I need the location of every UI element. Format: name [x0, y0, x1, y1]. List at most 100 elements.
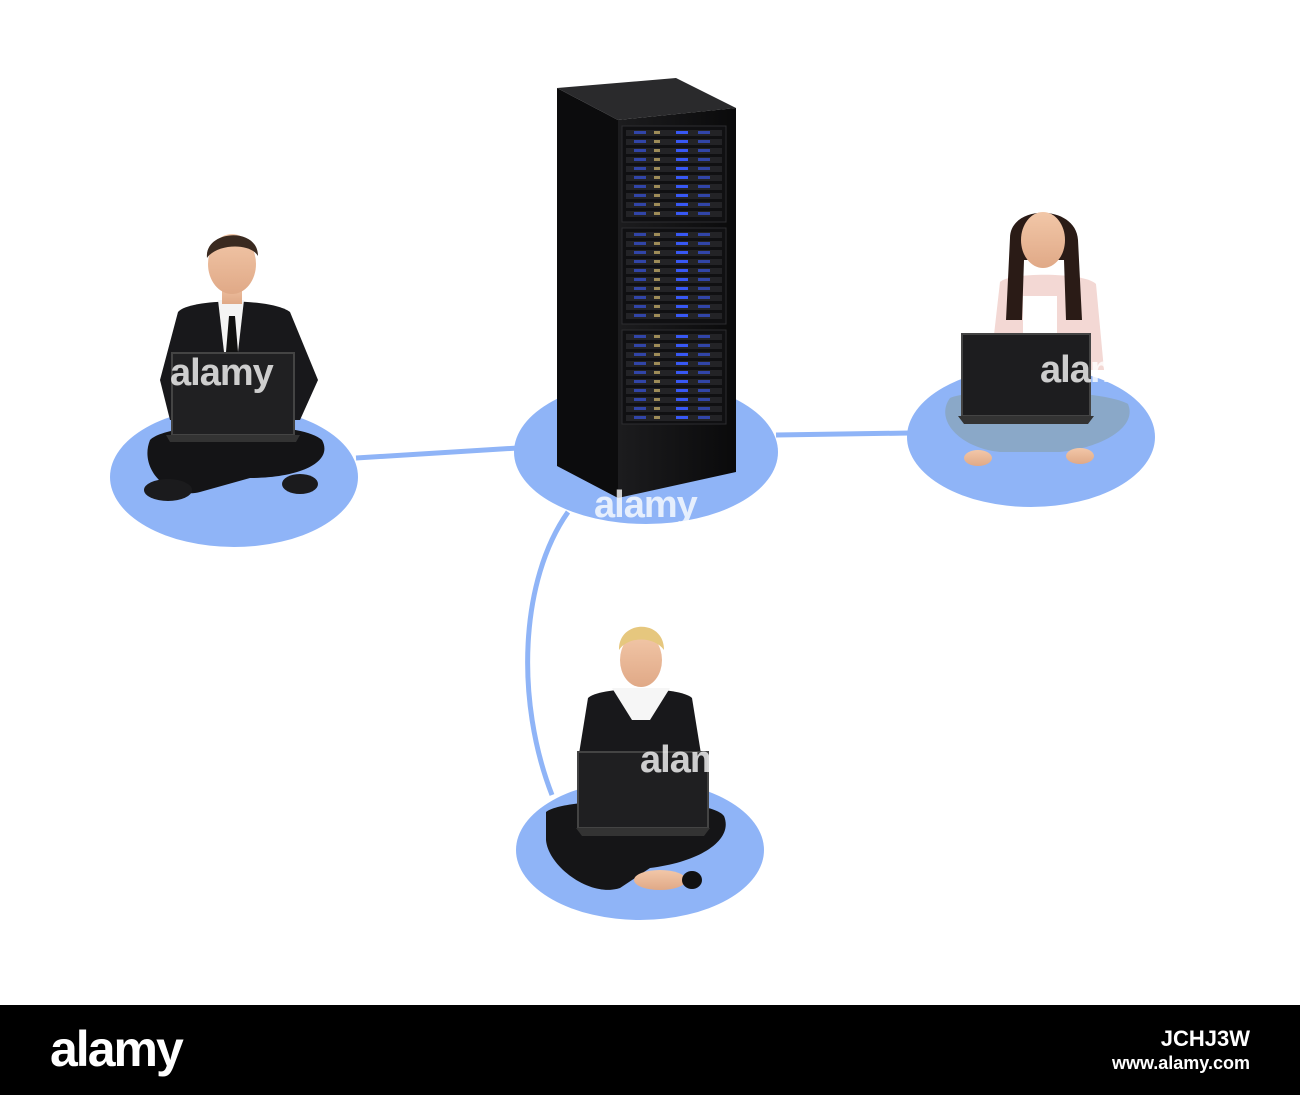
server-led: [634, 371, 646, 374]
network-connectors: [355, 430, 911, 796]
hair: [206, 235, 258, 258]
server-led: [676, 212, 688, 215]
connector-bottom: [525, 510, 571, 796]
server-led: [676, 269, 688, 272]
server-led: [676, 131, 688, 134]
connector-left: [355, 445, 519, 461]
shoe-right: [282, 474, 318, 494]
server-led: [698, 167, 710, 170]
server-unit-slot: [626, 370, 722, 376]
laptop-base: [958, 416, 1094, 424]
server-unit-slot: [626, 193, 722, 199]
server-led: [676, 398, 688, 401]
server-led: [676, 353, 688, 356]
legs: [147, 425, 325, 494]
server-led: [654, 353, 660, 356]
server-unit-slot: [626, 202, 722, 208]
server-led: [676, 362, 688, 365]
server-led: [698, 305, 710, 308]
site-url: www.alamy.com: [1111, 1053, 1250, 1073]
server-led: [676, 260, 688, 263]
server-led: [654, 344, 660, 347]
server-led: [634, 305, 646, 308]
server-led: [676, 194, 688, 197]
server-unit-slot: [626, 379, 722, 385]
server-led: [698, 260, 710, 263]
head: [208, 234, 256, 294]
server-led: [676, 251, 688, 254]
server-unit-slot: [626, 211, 722, 217]
server-led: [634, 398, 646, 401]
server-led: [676, 167, 688, 170]
server-led: [654, 167, 660, 170]
server-unit-slot: [626, 361, 722, 367]
server-led: [698, 296, 710, 299]
server-led: [698, 407, 710, 410]
server-unit-slot: [626, 334, 722, 340]
server-led: [676, 176, 688, 179]
server-led: [698, 149, 710, 152]
server-unit-slot: [626, 250, 722, 256]
server-led: [634, 251, 646, 254]
server-unit-slot: [626, 415, 722, 421]
head: [620, 633, 662, 687]
server-led: [698, 131, 710, 134]
server-led: [698, 278, 710, 281]
server-unit-slot: [626, 259, 722, 265]
server-led: [634, 194, 646, 197]
server-rack-top: [557, 78, 736, 120]
server-led: [676, 242, 688, 245]
server-led: [634, 287, 646, 290]
shoe-left: [144, 479, 192, 501]
top: [1023, 296, 1057, 336]
server-led: [698, 353, 710, 356]
server-led: [676, 371, 688, 374]
network-illustration: alamy alamy alamy: [110, 78, 1155, 920]
server-led: [698, 314, 710, 317]
server-led: [634, 296, 646, 299]
server-led: [654, 176, 660, 179]
suit-jacket: [578, 689, 702, 760]
laptop-screen-back: [961, 333, 1091, 417]
server-led: [654, 242, 660, 245]
server-led: [698, 242, 710, 245]
server-unit-slot: [626, 139, 722, 145]
server-led: [698, 176, 710, 179]
person-right-woman: alamy: [945, 212, 1145, 466]
server-unit-slot: [626, 241, 722, 247]
laptop-base: [576, 828, 710, 836]
server-led: [654, 233, 660, 236]
server-unit-slot: [626, 304, 722, 310]
server-led: [634, 149, 646, 152]
server-led: [698, 335, 710, 338]
server-led: [634, 203, 646, 206]
server-led: [698, 362, 710, 365]
person-left-man: alamy: [144, 234, 325, 501]
server-led: [634, 416, 646, 419]
server-led: [698, 287, 710, 290]
tie: [226, 316, 238, 352]
server-led: [634, 242, 646, 245]
server-unit-slot: [626, 313, 722, 319]
server-led: [654, 140, 660, 143]
server-unit-slot: [626, 286, 722, 292]
server-led: [676, 335, 688, 338]
server-led: [654, 371, 660, 374]
shoe: [682, 871, 702, 889]
server-unit-slot: [626, 166, 722, 172]
server-led: [654, 212, 660, 215]
alamy-logo: alamy: [50, 1021, 184, 1077]
server-led: [654, 305, 660, 308]
server-led: [634, 335, 646, 338]
server-led: [698, 380, 710, 383]
server-led: [634, 344, 646, 347]
server-led: [676, 305, 688, 308]
server-rack-side: [557, 88, 618, 498]
foot-left: [964, 450, 992, 466]
server-rack: [557, 78, 736, 498]
server-led: [654, 296, 660, 299]
server-led: [654, 407, 660, 410]
server-rack-units: [621, 125, 727, 425]
server-led: [634, 158, 646, 161]
server-led: [676, 278, 688, 281]
